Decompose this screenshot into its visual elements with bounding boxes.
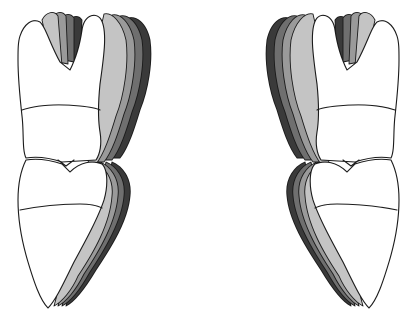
- right-tooth-pair: [266, 13, 399, 308]
- left-tooth-pair: [18, 13, 151, 308]
